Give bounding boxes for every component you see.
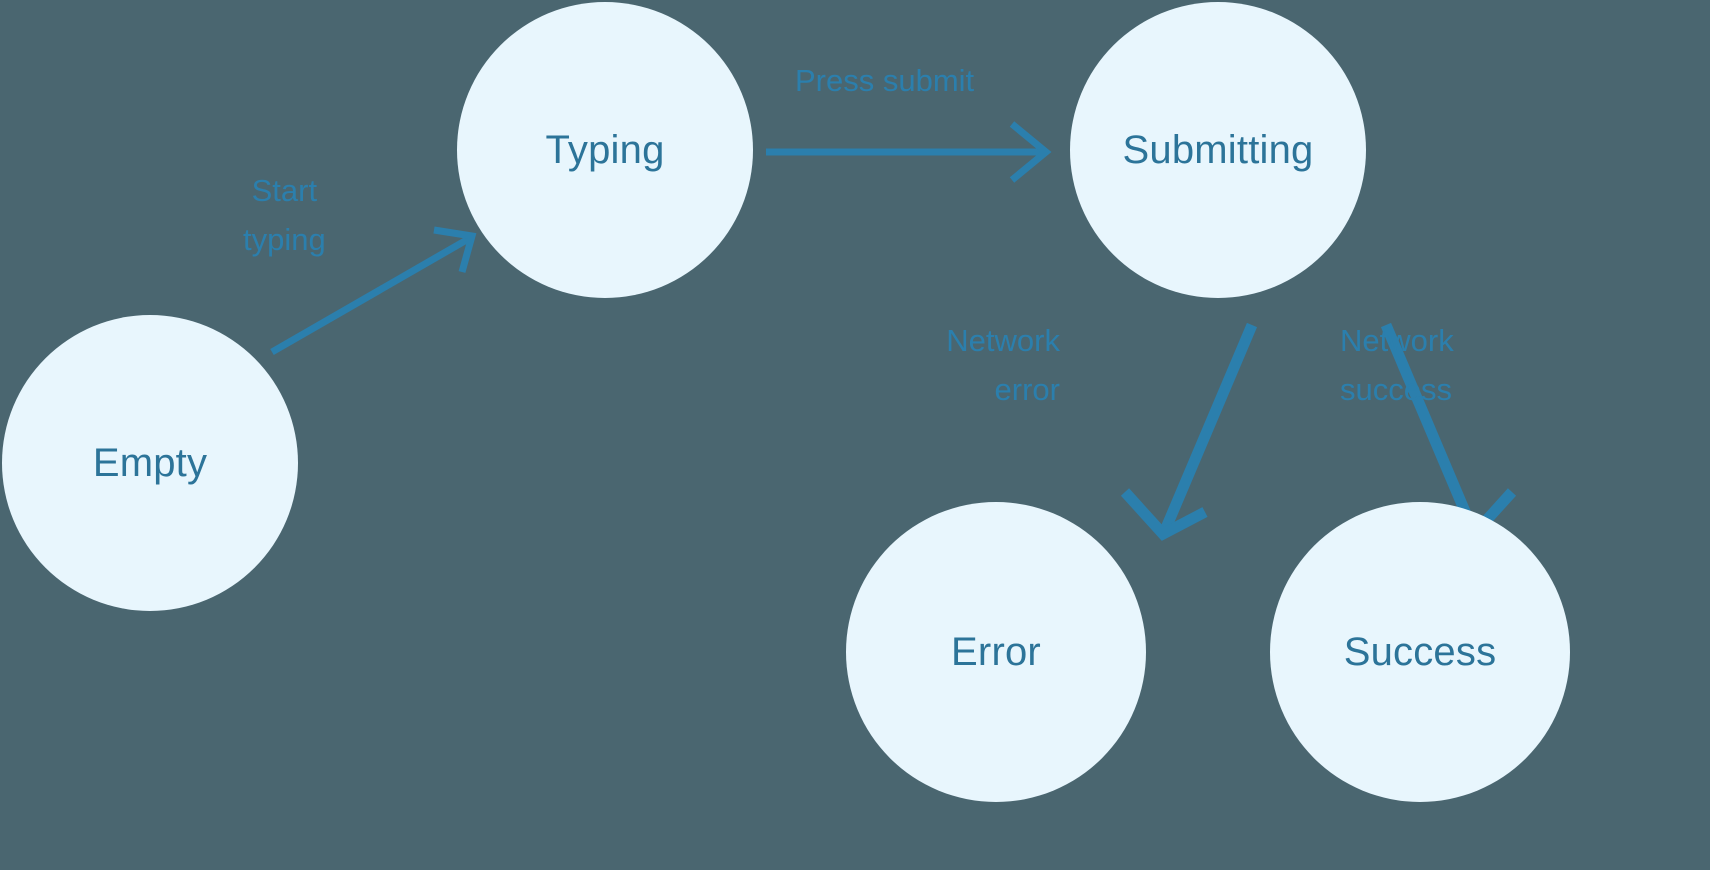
state-node-empty-label: Empty (92, 440, 208, 485)
edge-label-start-typing-line2: typing (243, 222, 326, 257)
edge-label-network-success: Network success (1340, 316, 1454, 414)
edge-label-start-typing: Start typing (243, 166, 326, 264)
state-node-typing-label: Typing (545, 127, 665, 172)
edge-typing-to-submitting (766, 121, 1052, 183)
edge-label-network-success-line2: success (1340, 372, 1452, 407)
state-node-success[interactable]: Success (1270, 502, 1570, 802)
state-node-typing[interactable]: Typing (457, 2, 753, 298)
state-node-empty[interactable]: Empty (2, 315, 298, 611)
edge-label-press-submit: Press submit (795, 56, 974, 105)
edge-label-network-error-line2: error (994, 372, 1060, 407)
state-node-error[interactable]: Error (846, 502, 1146, 802)
state-node-submitting[interactable]: Submitting (1070, 2, 1366, 298)
edge-label-network-error-line1: Network (946, 323, 1060, 358)
state-node-success-label: Success (1343, 629, 1497, 674)
state-node-error-label: Error (951, 629, 1041, 674)
edge-label-press-submit-line1: Press submit (795, 63, 975, 98)
edge-label-network-success-line1: Network (1340, 323, 1454, 358)
edge-submitting-to-error (1120, 322, 1258, 541)
edge-label-network-error: Network error (912, 316, 1060, 414)
edge-label-start-typing-line1: Start (251, 173, 318, 208)
state-node-submitting-label: Submitting (1122, 127, 1314, 172)
